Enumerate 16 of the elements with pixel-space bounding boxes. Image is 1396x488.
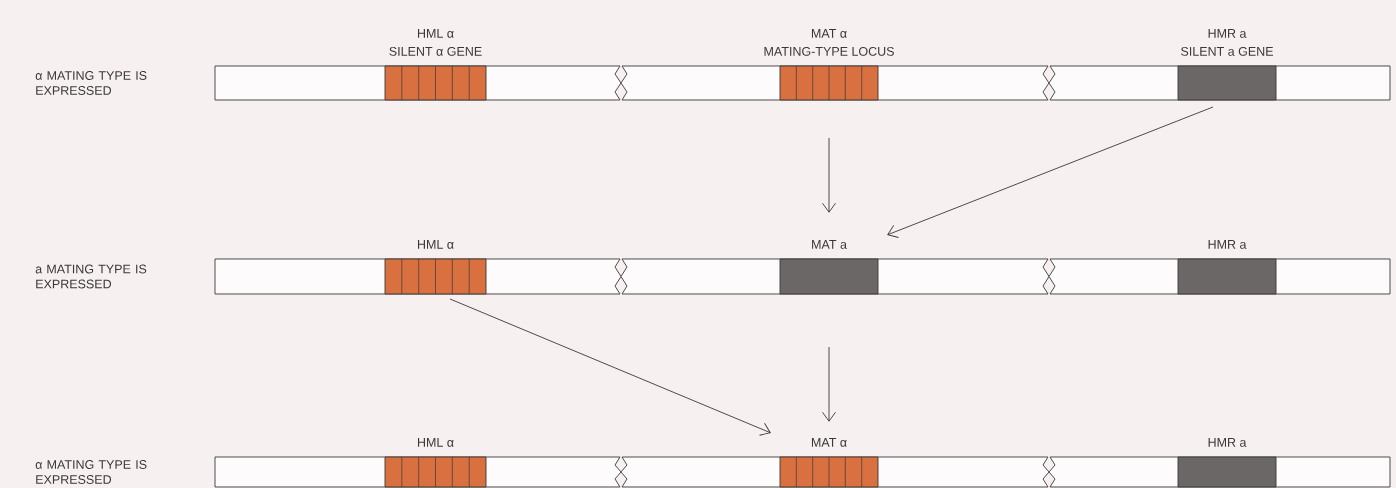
gene-label: MAT α — [811, 438, 847, 447]
gene-label: HMR a — [1208, 240, 1247, 249]
arrow — [887, 106, 1214, 238]
arrow — [822, 137, 836, 213]
gene-label: HML α — [418, 438, 454, 447]
row-label: α MATING TYPE IS EXPRESSED — [35, 71, 147, 95]
arrow — [449, 298, 771, 436]
arrow — [822, 346, 836, 422]
gene-label: HML α — [418, 240, 454, 249]
gene-label: MAT a — [812, 240, 847, 249]
row-label: α MATING TYPE IS EXPRESSED — [35, 460, 147, 484]
row-label: a MATING TYPE IS EXPRESSED — [35, 264, 147, 289]
gene-label: HML α SILENT α GENE — [389, 29, 482, 56]
gene-label: MAT α MATING-TYPE LOCUS — [764, 29, 894, 56]
gene-label: HMR a SILENT a GENE — [1181, 29, 1273, 56]
gene-label: HMR a — [1208, 438, 1247, 447]
